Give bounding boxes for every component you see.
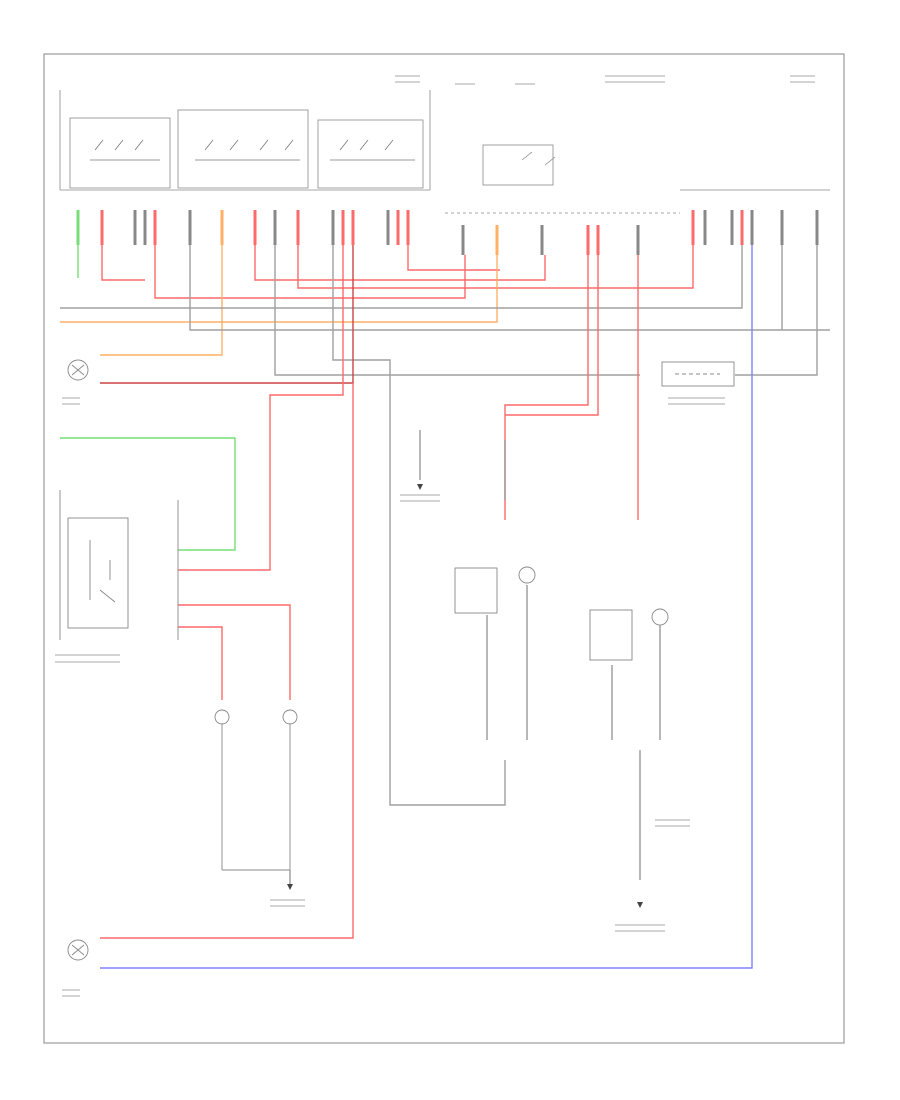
relay-block-1 — [69, 117, 171, 189]
daytime-running-light-module — [661, 361, 735, 387]
middle-relays — [454, 566, 669, 661]
relay-block-2 — [177, 109, 309, 189]
ground-wiring[interactable] — [289, 430, 661, 885]
ground-point-1 — [287, 884, 293, 890]
turn-lamps — [214, 709, 298, 871]
ground-point-2 — [637, 902, 643, 908]
diagram-frame — [43, 53, 845, 1044]
top-fuse-box — [59, 90, 431, 191]
faint-labels — [55, 75, 815, 997]
wire-runs — [60, 245, 830, 969]
connector-stubs — [76, 210, 819, 255]
junction-block-top — [445, 144, 830, 214]
right-headlight — [67, 359, 89, 381]
relay-contacts — [90, 139, 415, 161]
ground-symbols — [287, 484, 643, 908]
multi-function-switch — [59, 490, 179, 640]
relay-block-3 — [317, 119, 424, 189]
left-headlight — [67, 939, 89, 961]
